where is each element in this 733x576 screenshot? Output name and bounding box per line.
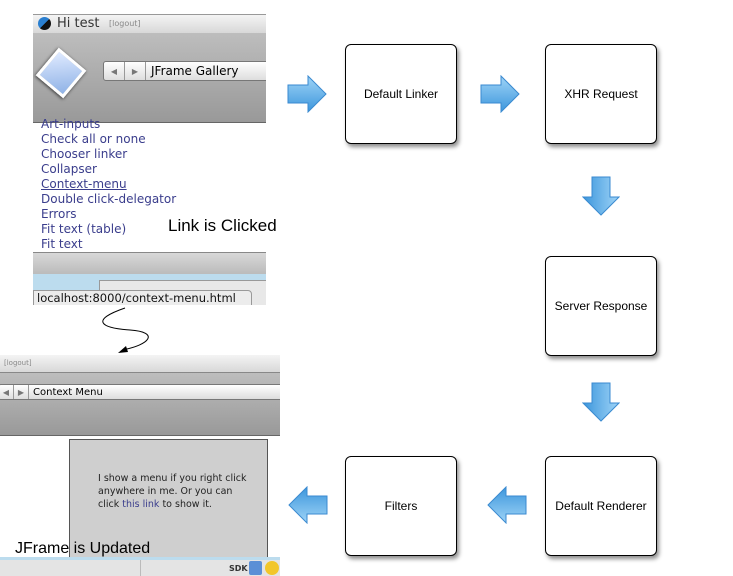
link-item[interactable]: Fit text (table): [41, 222, 127, 236]
title-bar: Hi test [logout]: [33, 14, 266, 34]
link-item[interactable]: Chooser linker: [41, 147, 128, 161]
step-xhr-request: XHR Request: [545, 44, 657, 144]
nav-bar: ◀ ▶ JFrame Gallery: [103, 61, 266, 81]
window-title: JFrame Gallery: [151, 64, 239, 78]
logout-link[interactable]: [logout]: [109, 19, 141, 28]
dock-sdk-label: SDK: [229, 564, 248, 573]
step-server-response: Server Response: [545, 256, 657, 356]
arrow-down-icon: [582, 382, 620, 422]
window-footer: [33, 252, 266, 274]
context-menu-screenshot: [logout] ◀ ▶ Context Menu I show a menu …: [0, 355, 280, 576]
arrow-left-icon: [487, 486, 527, 524]
status-url: localhost:8000/context-menu.html: [33, 290, 252, 305]
context-menu-demo-panel[interactable]: I show a menu if you right click anywher…: [69, 439, 268, 561]
forward-button[interactable]: ▶: [125, 62, 146, 80]
link-item[interactable]: Fit text: [41, 237, 83, 251]
back-button[interactable]: ◀: [0, 385, 14, 399]
link-item[interactable]: Errors: [41, 207, 77, 221]
step-default-linker: Default Linker: [345, 44, 457, 144]
demo-text: I show a menu if you right click anywher…: [98, 473, 247, 510]
connector-arrow: [102, 307, 149, 353]
dock-app-icon[interactable]: [265, 561, 279, 575]
step-filters: Filters: [345, 456, 457, 556]
app-logo-icon: [38, 17, 51, 30]
link-item-context-menu[interactable]: Context-menu: [41, 177, 127, 191]
arrow-left-icon: [288, 486, 328, 524]
window-toolbar: ◀ ▶ JFrame Gallery: [33, 33, 266, 123]
demo-link[interactable]: this link: [122, 499, 160, 510]
dock: SDK: [0, 557, 280, 576]
link-item[interactable]: Check all or none: [41, 132, 146, 146]
window-title: Context Menu: [33, 386, 103, 398]
title-bar: [logout]: [0, 355, 280, 373]
arrow-right-icon: [287, 75, 327, 113]
link-item[interactable]: Collapser: [41, 162, 97, 176]
demo-text-tail: to show it.: [159, 499, 212, 510]
arrow-right-icon: [480, 75, 520, 113]
caption-jframe-updated: JFrame is Updated: [15, 540, 151, 557]
gallery-screenshot: Hi test [logout] ◀ ▶ JFrame Gallery Art-…: [33, 14, 266, 305]
back-button[interactable]: ◀: [104, 62, 125, 80]
greeting: Hi test: [57, 16, 100, 31]
link-item[interactable]: Double click-delegator: [41, 192, 177, 206]
dock-app-icon[interactable]: [249, 561, 262, 575]
forward-button[interactable]: ▶: [14, 385, 29, 399]
link-item[interactable]: Art-inputs: [41, 117, 101, 131]
arrow-down-icon: [582, 176, 620, 216]
demo-link-list: Art-inputs Check all or none Chooser lin…: [41, 117, 176, 252]
step-default-renderer: Default Renderer: [545, 456, 657, 556]
logout-link[interactable]: [logout]: [4, 359, 32, 367]
caption-link-clicked: Link is Clicked: [168, 216, 277, 235]
nav-bar: ◀ ▶ Context Menu: [0, 384, 280, 400]
window-toolbar: ◀ ▶ Context Menu: [0, 373, 280, 436]
gallery-icon: [35, 47, 87, 99]
